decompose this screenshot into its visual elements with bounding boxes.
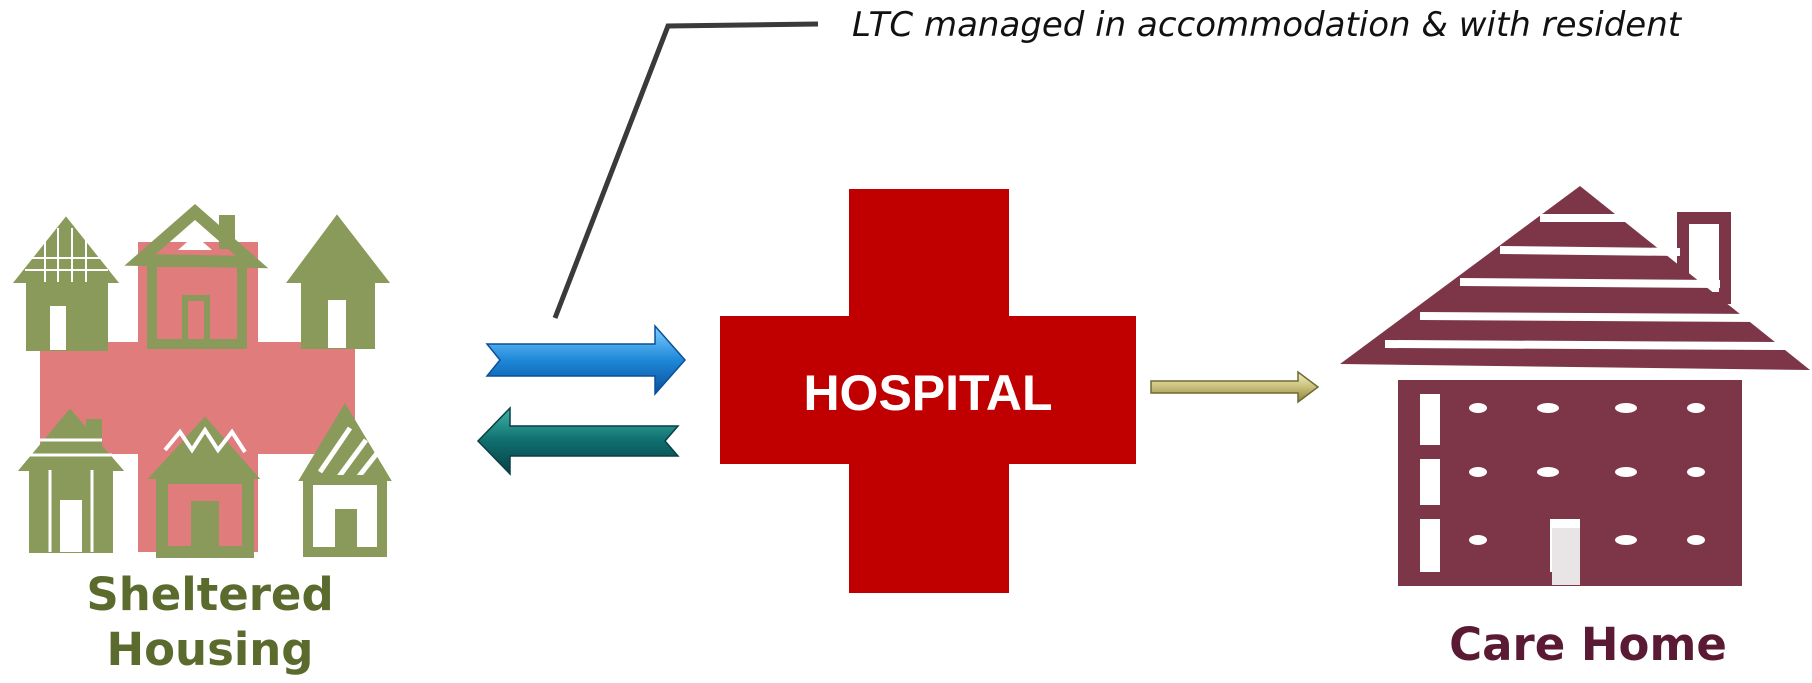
house-icon (17, 408, 125, 553)
house-icon (12, 216, 120, 351)
door-icon (1552, 528, 1580, 585)
house-icon (124, 204, 269, 349)
house-icon (147, 416, 261, 558)
sheltered-housing-illustration (12, 204, 392, 558)
arrow-to-hospital-icon (485, 324, 687, 396)
callout-leader-line (552, 21, 819, 319)
callout-text: LTC managed in accommodation & with resi… (852, 5, 1683, 45)
arrow-from-hospital-icon (476, 406, 680, 476)
sheltered-housing-label-line1: Sheltered (86, 568, 333, 621)
hospital-label: HOSPITAL (803, 365, 1052, 421)
hospital-cross-icon (720, 189, 1136, 593)
house-icons (12, 204, 392, 558)
roof-icon (1340, 186, 1810, 370)
house-icon (298, 403, 392, 557)
care-home-label: Care Home (1449, 618, 1727, 671)
house-icon (286, 214, 391, 349)
care-home-illustration (1340, 186, 1810, 586)
arrow-to-care-home-icon (1150, 370, 1320, 404)
sheltered-housing-label-line2: Housing (106, 623, 313, 676)
